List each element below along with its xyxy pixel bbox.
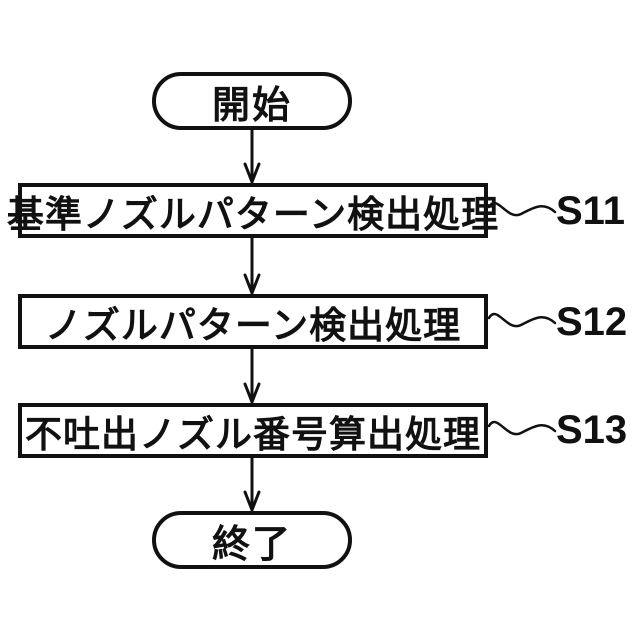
squiggle-step1-tag [487,201,557,217]
process-box-step1: 基準ノズルパターン検出処理 [7,183,498,238]
start-terminal-label: 開始 [211,84,292,127]
step-tag-s11: S11 [556,189,625,233]
step-tag-s13: S13 [556,408,628,452]
squiggle-step2-tag [487,312,557,328]
process-box-step1-label: 基準ノズルパターン検出処理 [6,193,500,235]
arrow-step2-to-step3 [243,345,261,407]
process-box-step2-label: ノズルパターン検出処理 [44,304,462,346]
end-terminal: 終了 [152,511,352,569]
arrow-step3-to-end [243,456,261,515]
process-box-step2: ノズルパターン検出処理 [18,294,488,349]
start-terminal: 開始 [152,72,352,130]
step-tag-s12: S12 [556,300,628,344]
process-box-step3-label: 不吐出ノズル番号算出処理 [25,413,481,455]
process-box-step3: 不吐出ノズル番号算出処理 [18,403,488,458]
arrow-start-to-step1 [243,128,261,187]
arrow-step1-to-step2 [243,236,261,298]
squiggle-step3-tag [487,420,557,436]
end-terminal-label: 終了 [211,523,292,566]
